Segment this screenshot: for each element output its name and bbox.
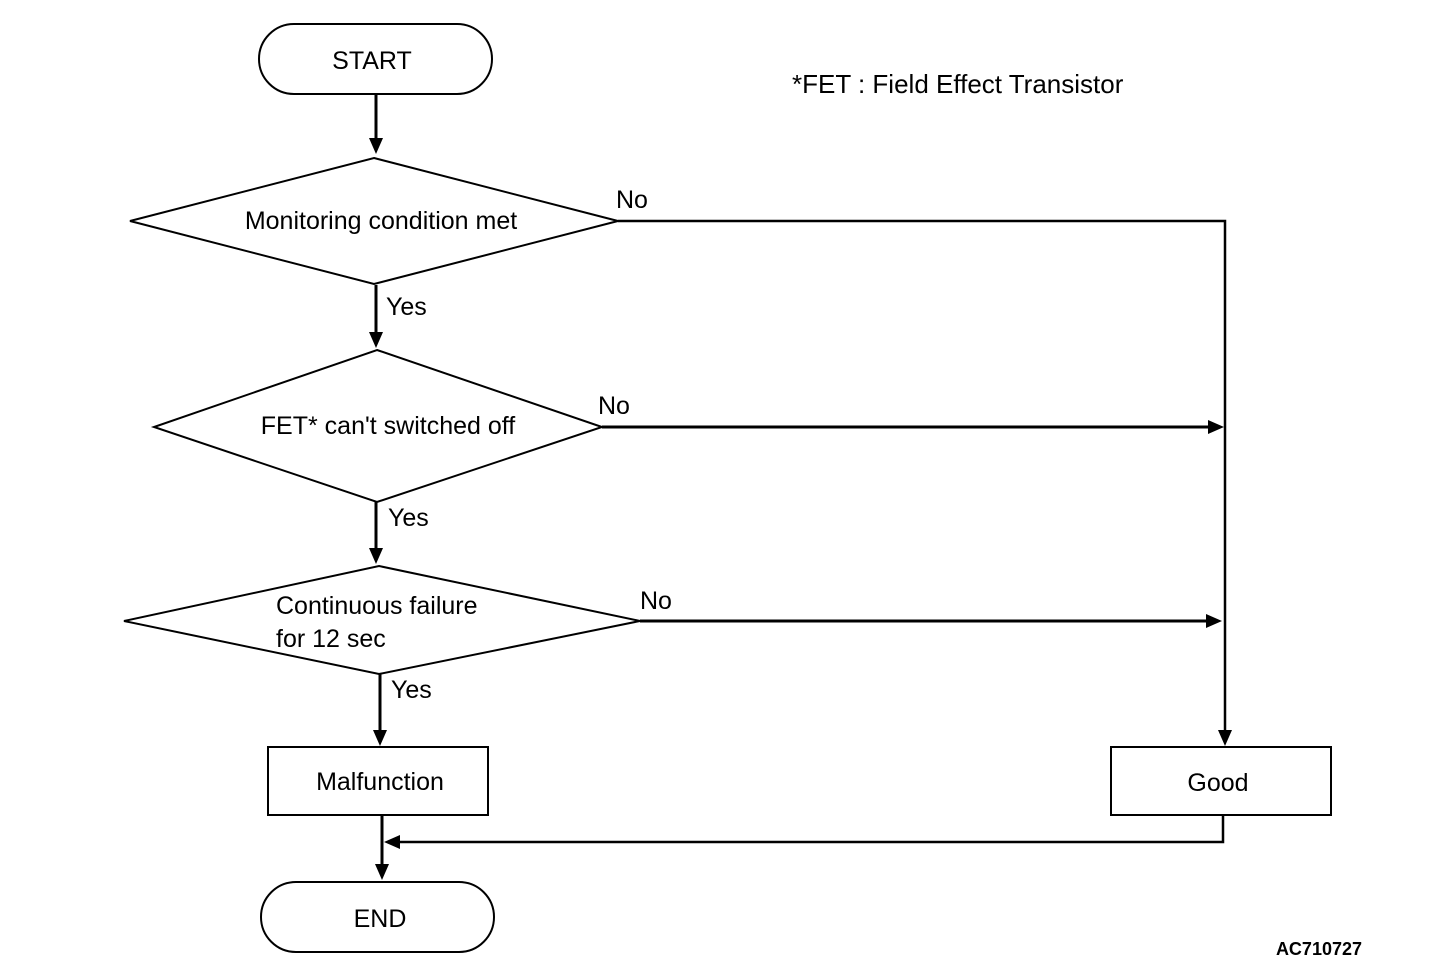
malfunction-label: Malfunction (316, 768, 444, 796)
figure-id: AC710727 (1276, 939, 1362, 959)
connector-continuous-yes (373, 674, 387, 746)
decision-monitoring-label: Monitoring condition met (245, 207, 517, 235)
connector-fet-yes (369, 502, 383, 564)
continuous-yes-label: Yes (391, 676, 432, 704)
connector-monitoring-no (618, 219, 1232, 746)
fet-no-label: No (598, 392, 630, 420)
end-terminator: END (260, 881, 495, 953)
connector-continuous-no (640, 614, 1222, 628)
connector-monitoring-yes (369, 285, 383, 348)
connector-start-to-monitoring (369, 95, 383, 154)
good-box: Good (1110, 746, 1332, 816)
start-label: START (332, 47, 412, 75)
malfunction-box: Malfunction (267, 746, 489, 816)
decision-fet-label: FET* can't switched off (261, 412, 515, 440)
decision-monitoring-condition: Monitoring condition met (129, 156, 619, 286)
fet-yes-label: Yes (388, 504, 429, 532)
good-label: Good (1187, 769, 1248, 797)
connector-malfunction-to-end (375, 815, 389, 880)
decision-continuous-failure: Continuous failure for 12 sec (123, 564, 641, 676)
decision-continuous-label-line2: for 12 sec (276, 625, 386, 653)
decision-continuous-label-line1: Continuous failure (276, 592, 478, 620)
decision-fet-switched-off: FET* can't switched off (150, 348, 606, 504)
start-terminator: START (258, 23, 493, 95)
monitoring-yes-label: Yes (386, 293, 427, 321)
continuous-no-label: No (640, 587, 672, 615)
monitoring-no-label: No (616, 186, 648, 214)
connector-fet-no (602, 420, 1224, 434)
end-label: END (354, 905, 407, 933)
connector-good-to-end (384, 815, 1225, 849)
fet-footnote: *FET : Field Effect Transistor (792, 69, 1124, 99)
